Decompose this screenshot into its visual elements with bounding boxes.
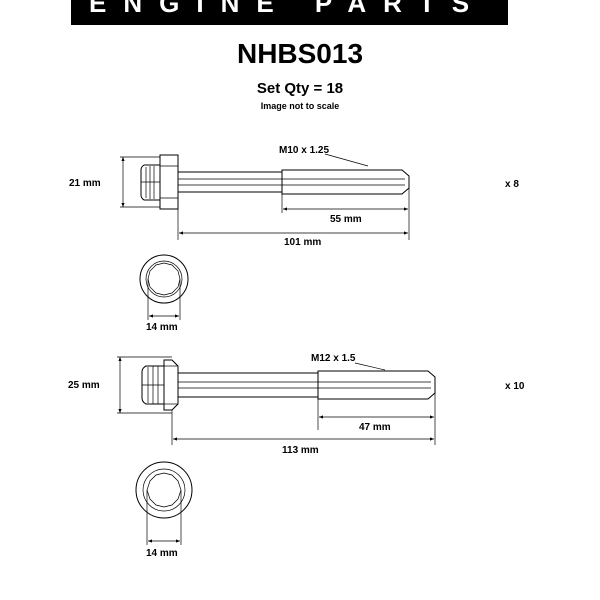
- bolt-2-thread-spec: M12 x 1.5: [311, 353, 356, 364]
- bolt-1-thread-length: 55 mm: [330, 214, 362, 225]
- bolt-1-side-view: [120, 153, 410, 240]
- part-number-title: NHBS013: [236, 38, 364, 69]
- scale-note: Image not to scale: [260, 101, 340, 111]
- bolt-1-socket-size: 14 mm: [146, 322, 178, 333]
- bolt-1-head-diameter: 21 mm: [69, 178, 101, 189]
- brand-text: ENGINE PARTS: [89, 0, 487, 18]
- bolt-2-thread-length: 47 mm: [359, 422, 391, 433]
- set-quantity: Set Qty = 18: [256, 80, 344, 97]
- bolt-1-quantity: x 8: [505, 179, 519, 190]
- bolt-2-quantity: x 10: [505, 381, 525, 392]
- bolt-2-total-length: 113 mm: [282, 445, 319, 456]
- bolt-2-head-diameter: 25 mm: [68, 380, 100, 391]
- bolt-2-side-view: [117, 356, 436, 445]
- brand-banner: ENGINE PARTS: [71, 0, 508, 25]
- bolt-2-end-view: [135, 461, 193, 545]
- bolt-2-socket-size: 14 mm: [146, 548, 178, 559]
- bolt-1-end-view: [139, 254, 189, 320]
- bolt-1-total-length: 101 mm: [284, 237, 321, 248]
- bolt-1-thread-spec: M10 x 1.25: [279, 145, 329, 156]
